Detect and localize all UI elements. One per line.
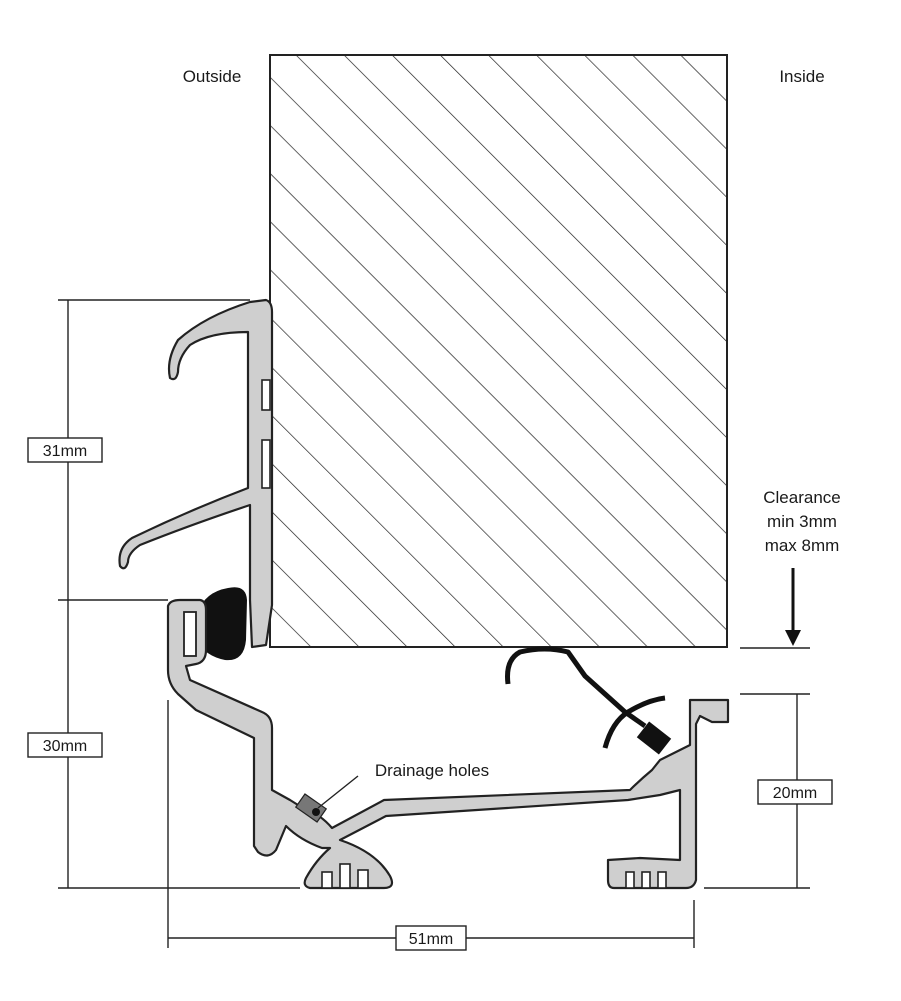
- door-leaf: [269, 54, 728, 648]
- clearance-arrow: [785, 568, 801, 646]
- inside-seal-lip: [602, 695, 666, 749]
- left-dimension-lines: [58, 299, 300, 889]
- svg-text:31mm: 31mm: [43, 443, 87, 460]
- dim-width: 51mm: [395, 925, 467, 951]
- dim-lower-height: 30mm: [27, 732, 103, 758]
- dim-upper-height: 31mm: [27, 437, 103, 463]
- inside-seal: [505, 646, 647, 729]
- inside-label: Inside: [779, 67, 824, 86]
- outside-label: Outside: [183, 67, 242, 86]
- drainage-holes-label: Drainage holes: [375, 761, 489, 780]
- svg-text:20mm: 20mm: [773, 785, 817, 802]
- clearance-max-label: max 8mm: [765, 536, 840, 555]
- seal-channel: [183, 611, 197, 657]
- outside-seal: [196, 587, 247, 661]
- clearance-min-label: min 3mm: [767, 512, 837, 531]
- drainage-leader: [317, 775, 359, 809]
- inside-seal-clip: [636, 721, 672, 755]
- weatherbar-grooves: [261, 379, 271, 489]
- drainage-hole: [294, 793, 328, 823]
- dim-sill-height: 20mm: [757, 779, 833, 805]
- weatherbar-profile: [118, 298, 274, 649]
- svg-text:30mm: 30mm: [43, 738, 87, 755]
- clearance-label: Clearance: [763, 488, 841, 507]
- sill-feet-teeth: [321, 863, 667, 889]
- svg-text:51mm: 51mm: [409, 931, 453, 948]
- right-dimension-lines: [704, 647, 810, 889]
- dim-width-lines: [167, 700, 695, 948]
